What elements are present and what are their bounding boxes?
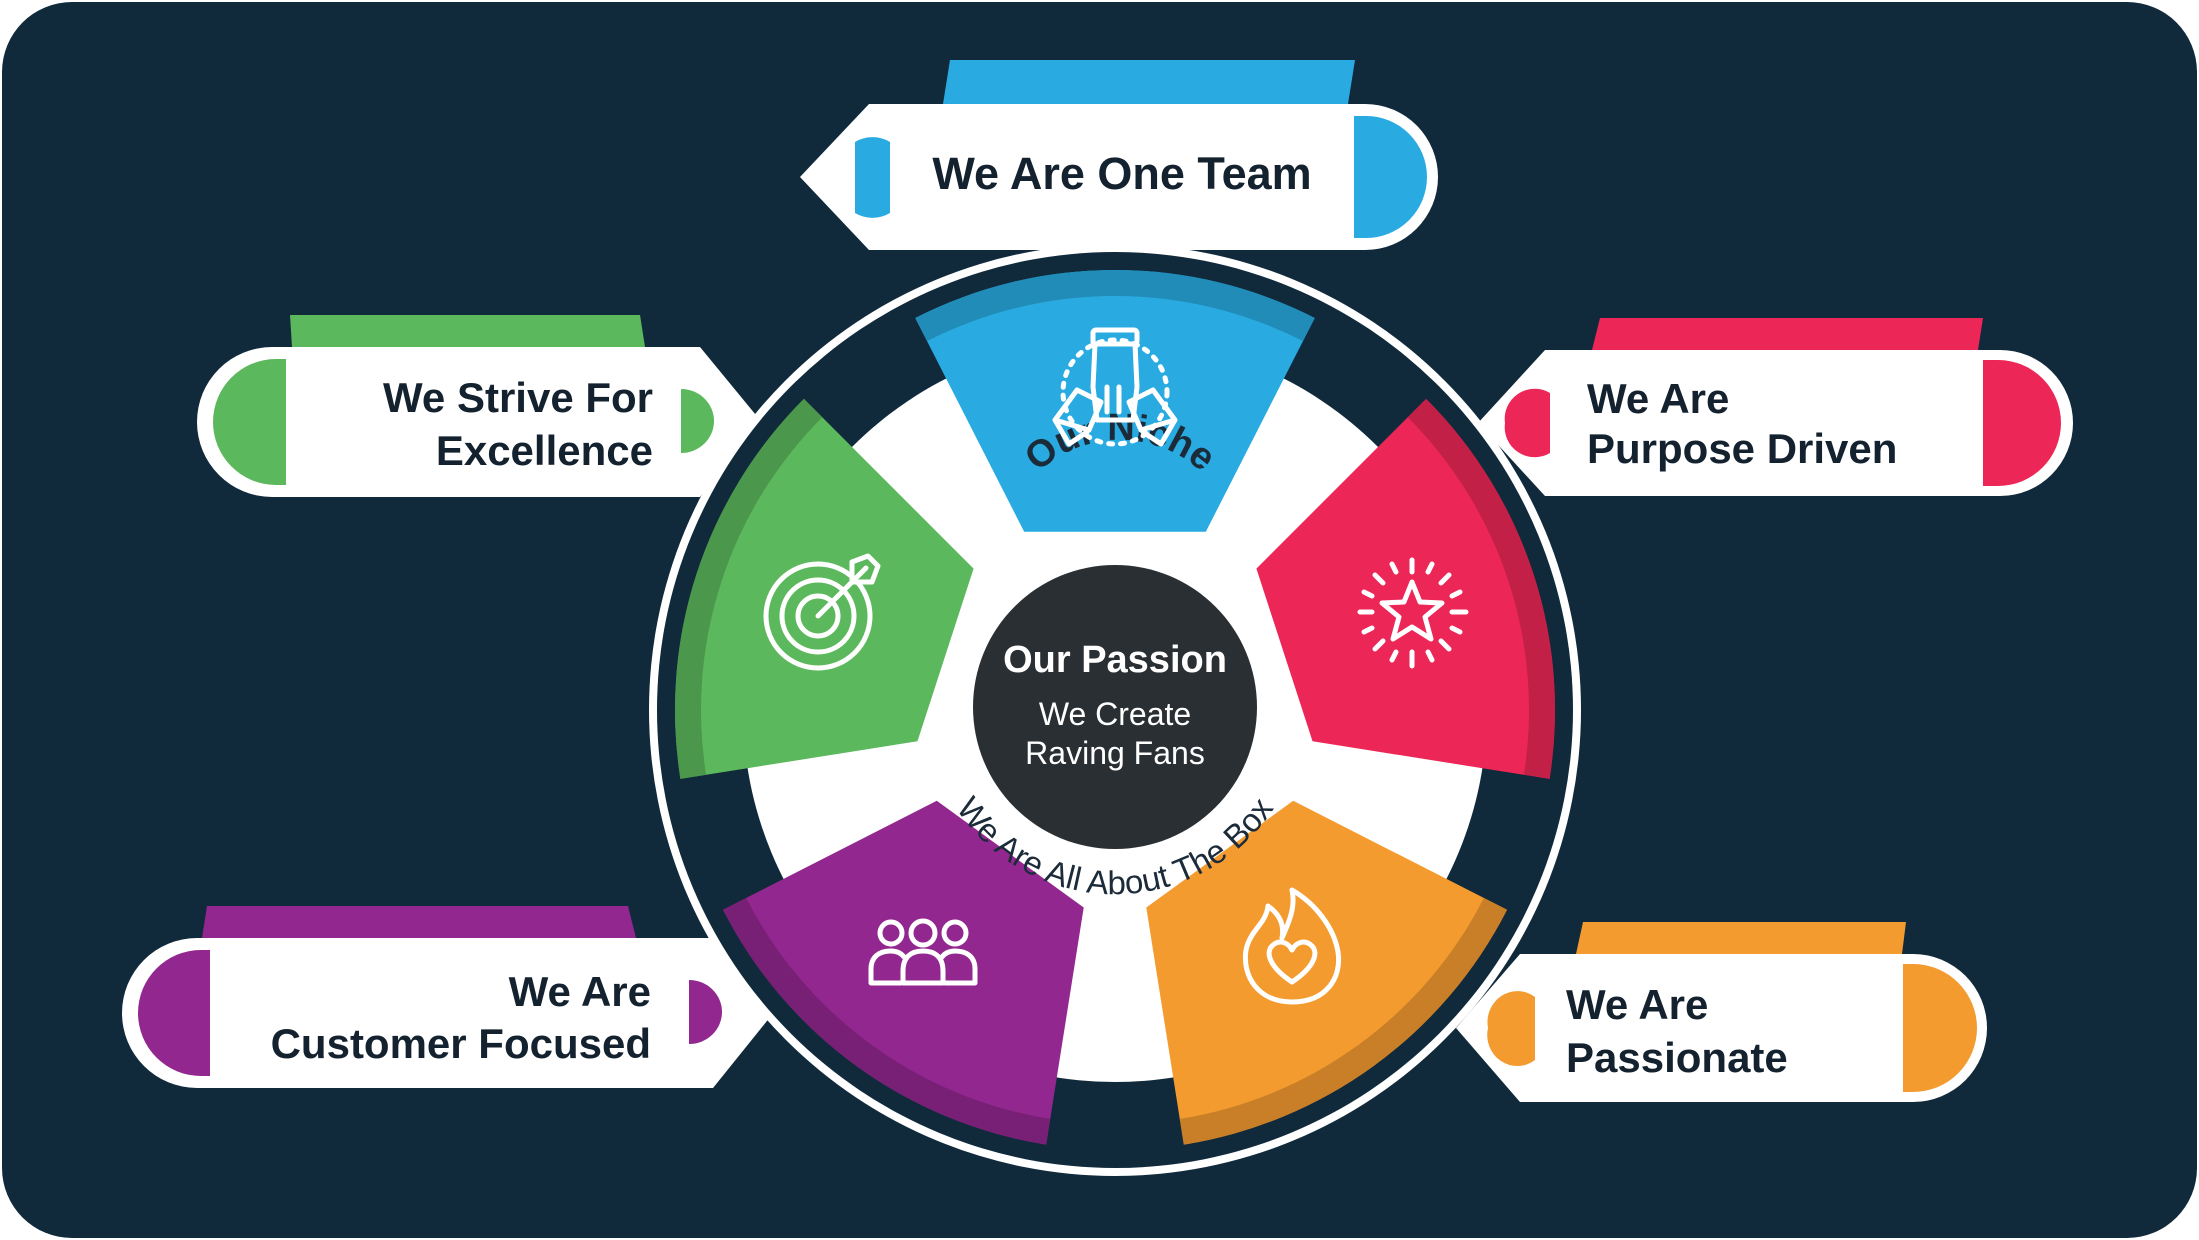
person-right-head [941, 919, 969, 947]
value-banner-excellence: We Strive For Excellence [197, 315, 760, 497]
target-arrow-shaft [815, 565, 869, 619]
hands-cuff [1090, 327, 1140, 347]
banner-left-cap [138, 950, 210, 1076]
banner-body [197, 347, 760, 497]
segment-band-customer-focused [722, 897, 1051, 1145]
person-center-body [900, 948, 946, 986]
value-banner-purpose-driven: We Are Purpose Driven [1478, 318, 2073, 496]
flame-outline [1242, 887, 1342, 1005]
center-subtitle-line1: We Create [1039, 696, 1191, 732]
person-left-body [868, 948, 907, 986]
center-disc [973, 565, 1257, 849]
banner-left-cap [1487, 991, 1535, 1067]
segment-band-excellence [675, 398, 823, 779]
segment-band-one-team [915, 269, 1315, 342]
target-arrow-fletching [849, 553, 881, 585]
banner-tab [202, 906, 636, 938]
banner-body [1456, 954, 1987, 1102]
banner-tab [1576, 922, 1906, 954]
hands-fingers [1104, 384, 1122, 415]
banner-left-cap [1504, 388, 1550, 458]
person-center-head [908, 918, 938, 948]
value-label-line1: We Strive For [383, 374, 653, 421]
banner-right-cap [1903, 964, 1977, 1092]
segment-passionate [1146, 800, 1508, 1145]
banner-tab [290, 315, 645, 347]
flame-heart-icon [1242, 887, 1342, 1005]
banner-body [800, 104, 1438, 250]
banner-body [1478, 350, 2073, 496]
banner-tab [943, 60, 1355, 104]
star-shape [1379, 579, 1445, 642]
heart-shape [1266, 939, 1318, 985]
value-label-line2: Passionate [1566, 1034, 1788, 1081]
banner-left-cap [213, 359, 286, 485]
value-label: We Are One Team [932, 148, 1311, 199]
value-label-line1: We Are [509, 968, 651, 1015]
center-title: Our Passion [1003, 639, 1227, 681]
value-label-line2: Customer Focused [271, 1020, 651, 1067]
hands-together-icon [1052, 327, 1178, 447]
star-burst-icon [1357, 557, 1469, 669]
segment-band-purpose-driven [1407, 398, 1556, 779]
value-banner-passionate: We Are Passionate [1456, 922, 1987, 1102]
target-ring-outer [763, 561, 873, 671]
segment-one-team [915, 269, 1315, 532]
hands-left-hand [1052, 387, 1104, 447]
banner-left-cap [855, 137, 890, 218]
center-subtitle-line2: Raving Fans [1025, 735, 1205, 771]
banner-right-cap [1983, 360, 2061, 486]
banner-body [122, 938, 775, 1088]
value-banner-customer-focused: We Are Customer Focused [122, 906, 775, 1088]
people-group-icon [868, 918, 978, 986]
banner-right-cap [1354, 116, 1427, 238]
banner-right-cap [681, 389, 714, 453]
value-label-line2: Excellence [436, 427, 653, 474]
target-ring-middle [779, 577, 857, 655]
person-right-body [939, 948, 978, 986]
hands-center-hand [1090, 341, 1140, 423]
target-icon [763, 553, 881, 671]
value-label-line2: Purpose Driven [1587, 425, 1897, 472]
hands-dotted-circle [1060, 337, 1170, 447]
banner-right-cap [689, 980, 722, 1044]
value-label-line1: We Are [1587, 375, 1729, 422]
burst-rays [1357, 557, 1469, 669]
value-label-line1: We Are [1566, 981, 1708, 1028]
hands-right-hand [1126, 387, 1178, 447]
segment-band-passionate [1179, 897, 1508, 1145]
target-ring-inner [795, 593, 841, 639]
value-banner-one-team: We Are One Team [800, 60, 1438, 250]
person-left-head [877, 919, 905, 947]
banner-tab [1592, 318, 1983, 350]
